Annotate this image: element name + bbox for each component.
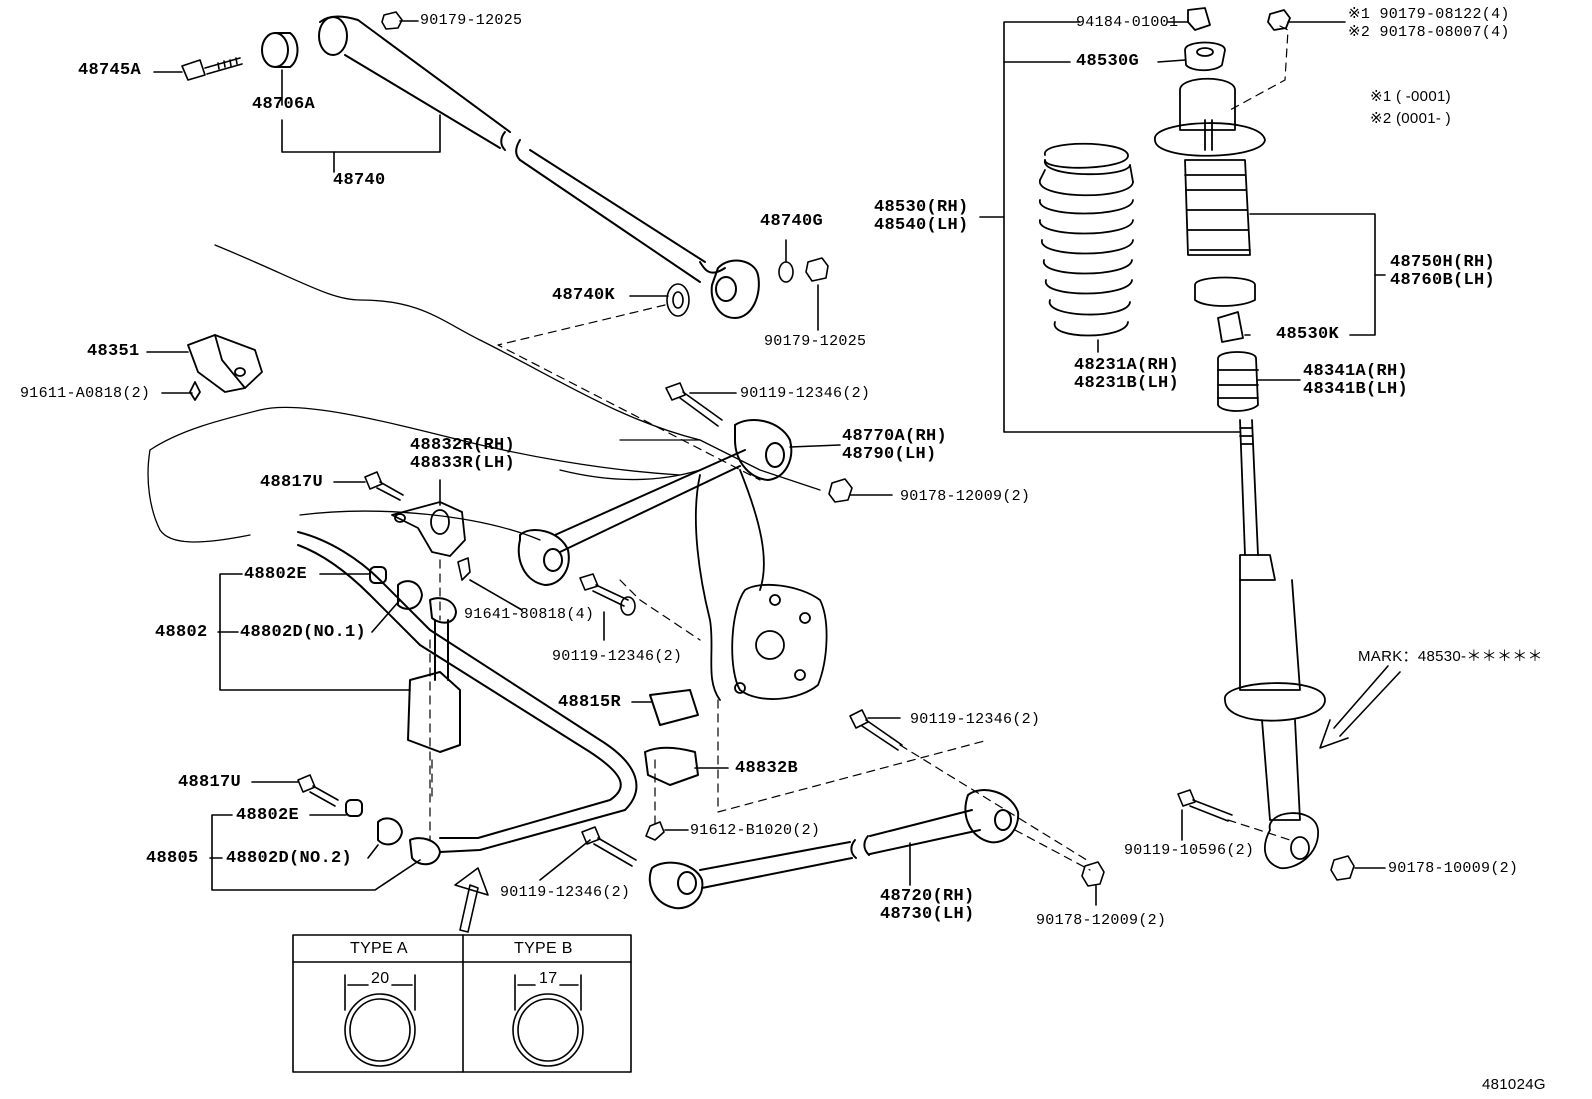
part-label-48740K[interactable]: 48740K (552, 286, 616, 305)
leader-lines (146, 20, 1386, 906)
top-hardware (181, 11, 829, 317)
part-label-48720[interactable]: 48720(RH) 48730(LH) (880, 887, 975, 924)
part-label-90179-12025-mid[interactable]: 90179-12025 (764, 333, 867, 350)
part-label-91641-80818[interactable]: 91641-80818(4) (464, 606, 595, 623)
part-label-91612-B1020[interactable]: 91612-B1020(2) (690, 822, 821, 839)
bolts (297, 382, 1355, 887)
part-label-90179-08122[interactable]: ※1 90179-08122(4) (1348, 6, 1510, 23)
mark-note: MARK：48530-＊＊＊＊＊ (1358, 648, 1543, 665)
part-label-90178-10009[interactable]: 90178-10009(2) (1388, 860, 1519, 877)
part-label-48530K[interactable]: 48530K (1276, 325, 1340, 344)
part-label-90119-10596[interactable]: 90119-10596(2) (1124, 842, 1255, 859)
upper-lower-arm (517, 419, 793, 586)
type-a-dimension: 20 (371, 970, 390, 987)
part-label-48750H[interactable]: 48750H(RH) 48760B(LH) (1390, 253, 1496, 290)
part-label-90178-12009-a[interactable]: 90178-12009(2) (900, 488, 1031, 505)
part-label-48745A[interactable]: 48745A (78, 61, 142, 80)
part-label-90178-12009-b[interactable]: 90178-12009(2) (1036, 912, 1167, 929)
part-label-48802E-a[interactable]: 48802E (244, 565, 308, 584)
lower-arm-48720 (648, 789, 1020, 910)
part-label-91611-A0818[interactable]: 91611-A0818(2) (20, 385, 151, 402)
bracket-48351 (187, 334, 263, 401)
bracket-48832R (391, 501, 466, 557)
part-label-90119-12346-c[interactable]: 90119-12346(2) (910, 711, 1041, 728)
part-label-48530[interactable]: 48530(RH) 48540(LH) (874, 198, 969, 235)
part-label-48530G[interactable]: 48530G (1076, 52, 1140, 71)
part-label-48802[interactable]: 48802 (155, 623, 208, 642)
part-label-48802D-no1[interactable]: 48802D(NO.1) (240, 623, 367, 642)
part-label-48231A[interactable]: 48231A(RH) 48231B(LH) (1074, 356, 1180, 393)
part-label-90179-12025-top[interactable]: 90179-12025 (420, 12, 523, 29)
part-label-48341A[interactable]: 48341A(RH) 48341B(LH) (1303, 362, 1409, 399)
arrows (454, 665, 1401, 933)
shock-absorber (1154, 7, 1326, 869)
part-label-90119-12346-d[interactable]: 90119-12346(2) (500, 884, 631, 901)
part-label-48802E-b[interactable]: 48802E (236, 806, 300, 825)
part-label-48832B[interactable]: 48832B (735, 759, 799, 778)
type-b-header: TYPE B (514, 940, 573, 957)
part-label-48351[interactable]: 48351 (87, 342, 140, 361)
part-label-48770A[interactable]: 48770A(RH) 48790(LH) (842, 427, 948, 464)
part-label-48740[interactable]: 48740 (333, 171, 386, 190)
part-label-90119-12346-a[interactable]: 90119-12346(2) (740, 385, 871, 402)
upper-control-rod (261, 15, 760, 319)
part-label-48740G[interactable]: 48740G (760, 212, 824, 231)
axle-housing (694, 469, 828, 701)
type-a-header: TYPE A (350, 940, 408, 957)
part-label-48817U-a[interactable]: 48817U (260, 473, 324, 492)
coil-spring (1039, 142, 1134, 337)
note-2: ※2 (0001- ) (1370, 110, 1451, 127)
type-table (292, 934, 632, 1073)
part-label-90119-12346-b[interactable]: 90119-12346(2) (552, 648, 683, 665)
part-label-48706A[interactable]: 48706A (252, 95, 316, 114)
part-label-48802D-no2[interactable]: 48802D(NO.2) (226, 849, 353, 868)
stabilizer-bar (297, 531, 699, 866)
part-label-48815R[interactable]: 48815R (558, 693, 622, 712)
body-outline (147, 244, 821, 543)
part-label-94184-01001[interactable]: 94184-01001 (1076, 14, 1179, 31)
type-b-dimension: 17 (539, 970, 558, 987)
part-label-90178-08007[interactable]: ※2 90178-08007(4) (1348, 24, 1510, 41)
part-label-48832R[interactable]: 48832R(RH) 48833R(LH) (410, 436, 516, 473)
note-1: ※1 ( -0001) (1370, 88, 1451, 105)
part-label-48817U-b[interactable]: 48817U (178, 773, 242, 792)
diagram-id: 481024G (1482, 1076, 1546, 1093)
part-label-48805[interactable]: 48805 (146, 849, 199, 868)
